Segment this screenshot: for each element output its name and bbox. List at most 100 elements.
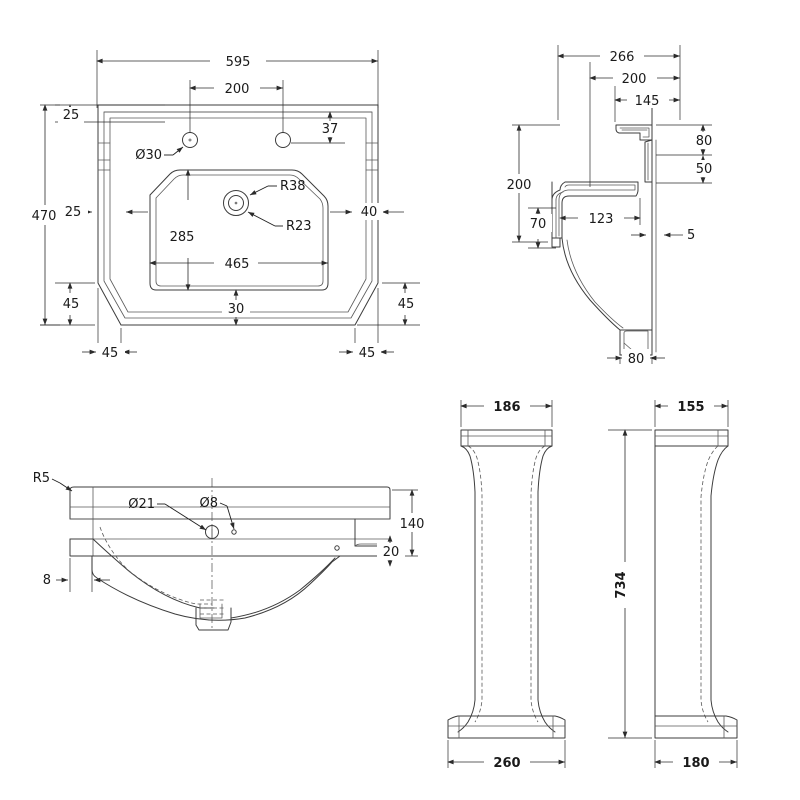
dimtext-25left-bg <box>60 203 88 220</box>
dimtext-back-rim-depth: 25 <box>63 108 80 123</box>
view-basin-side-section: 266 200 145 80 50 200 <box>503 45 718 367</box>
leader-r38 <box>249 185 269 196</box>
side-foot-chamfer <box>623 342 633 351</box>
dimtext-155-bg <box>668 396 714 415</box>
view-pedestal-side: 155 180 734 <box>608 396 738 771</box>
dimtext-corner-radius: R5 <box>33 471 50 486</box>
dimtext-side-thickness: 8 <box>43 573 51 588</box>
waste-outer-circle <box>223 190 249 216</box>
front-bowl-hidden-line <box>99 526 212 605</box>
pedestal-side-top-cap <box>654 429 729 447</box>
basin-left-ledge-marks <box>97 142 111 171</box>
leader-r23 <box>247 211 276 227</box>
front-right-step-inner <box>354 543 391 547</box>
pedestal-side-front-hidden <box>700 445 719 723</box>
basin-bowl-opening <box>149 169 329 291</box>
dimtext-70-bg <box>524 214 552 232</box>
dimtext-pedestal-front-base-width: 260 <box>493 756 520 771</box>
tap-hole-left <box>182 132 198 148</box>
dimtext-tap-hole-diameter: Ø30 <box>135 148 162 163</box>
pedestal-side-front-profile <box>710 445 729 733</box>
leader-tap-dia <box>172 146 184 156</box>
dimtext-595-bg <box>210 50 266 70</box>
dimtext-25back-bg <box>58 107 84 123</box>
view-basin-plan: 595 200 25 Ø30 37 470 25 <box>26 50 420 361</box>
pedestal-front-right-hidden <box>530 445 546 723</box>
dimtext-pedestal-side-base-width: 180 <box>682 756 709 771</box>
pedestal-front-right-profile <box>537 445 556 733</box>
dimtext-corner-right-h: 45 <box>359 346 376 361</box>
small-hole-left <box>231 529 237 535</box>
side-wall-join <box>644 139 653 183</box>
dimtext-50-bg <box>690 160 718 177</box>
dimtext-small-hole-diameter: Ø8 <box>199 496 218 511</box>
dimtext-tap-to-rim: 37 <box>322 122 339 137</box>
side-basin-rim-inner <box>558 184 636 237</box>
dimtext-overall-width: 595 <box>226 55 251 70</box>
dimtext-rim-height: 80 <box>696 134 713 149</box>
side-splashback <box>615 124 653 141</box>
front-waste-hidden <box>200 599 224 615</box>
leader-r5 <box>59 482 73 492</box>
dimtext-37-bg <box>316 121 344 137</box>
dimtext-45lh-bg <box>97 343 125 361</box>
side-bowl-underside-inner <box>566 239 624 329</box>
dimtext-186-bg <box>484 396 530 415</box>
dimtext-285-bg <box>163 226 201 244</box>
pedestal-side-base <box>654 715 738 739</box>
dimtext-bowl-depth-h: 123 <box>589 212 614 227</box>
dimtext-140-bg <box>394 513 432 532</box>
leader-d21 <box>164 503 207 531</box>
dimtext-200v-bg <box>503 174 539 193</box>
basin-bowl-opening-inner <box>155 174 324 287</box>
dimtext-465-bg <box>214 253 258 271</box>
pedestal-front-base <box>447 715 566 739</box>
dimtext-lower-back: 70 <box>530 217 547 232</box>
view-basin-front-section: R5 Ø21 Ø8 140 20 8 <box>33 471 432 631</box>
front-waste-outlet <box>195 607 232 631</box>
dimtext-foot-width: 80 <box>628 352 645 367</box>
pedestal-front-cap-ends <box>467 429 546 447</box>
dimtext-corner-left-h: 45 <box>102 346 119 361</box>
dimtext-bowl-inner-radius: R23 <box>286 219 312 234</box>
side-notch <box>551 237 561 248</box>
dimtext-pedestal-height: 734 <box>614 571 629 598</box>
pedestal-front-top-cap <box>460 429 553 447</box>
dimtext-overall-projection: 266 <box>610 50 635 65</box>
dimtext-260-bg <box>484 752 530 771</box>
dimtext-200side-bg <box>613 68 657 86</box>
basin-right-ledge-marks <box>365 142 379 171</box>
dimtext-rim-projection: 145 <box>635 94 660 109</box>
dimtext-40-bg <box>355 203 383 220</box>
dimtext-rim-thickness: 20 <box>383 545 400 560</box>
dimtext-123-bg <box>578 209 624 227</box>
small-hole-right <box>334 545 340 551</box>
dimtext-right-rim: 40 <box>361 205 378 220</box>
dimtext-20-bg <box>377 543 405 560</box>
dimtext-200-bg <box>214 78 260 96</box>
pedestal-front-left-hidden <box>467 445 483 723</box>
basin-rim-band <box>109 117 367 313</box>
dimtext-734-bg <box>615 562 635 608</box>
dimtext-overflow-diameter: Ø21 <box>128 497 155 512</box>
dimtext-pedestal-front-top-width: 186 <box>493 400 520 415</box>
leader-d8 <box>226 505 235 530</box>
dimtext-pedestal-side-top-width: 155 <box>677 400 704 415</box>
side-rim-curve-inner <box>555 191 564 201</box>
leader-d8-tail <box>219 502 228 507</box>
pedestal-front-base-ends <box>458 715 554 739</box>
dimtext-30-bg <box>222 300 250 317</box>
front-bowl-underside <box>91 555 341 621</box>
dimtext-80foot-bg <box>622 349 650 367</box>
dimtext-bowl-outer-radius: R38 <box>280 179 306 194</box>
tap-hole-left-center <box>188 138 192 142</box>
dimtext-bowl-depth: 285 <box>170 230 195 245</box>
dimtext-overall-depth: 470 <box>32 209 57 224</box>
dimtext-left-rim: 25 <box>65 205 82 220</box>
dimtext-corner-right-v: 45 <box>398 297 415 312</box>
view-pedestal-front: 186 260 <box>447 396 566 771</box>
leader-r5-tail <box>51 478 61 484</box>
dimtext-470-bg <box>26 205 62 225</box>
